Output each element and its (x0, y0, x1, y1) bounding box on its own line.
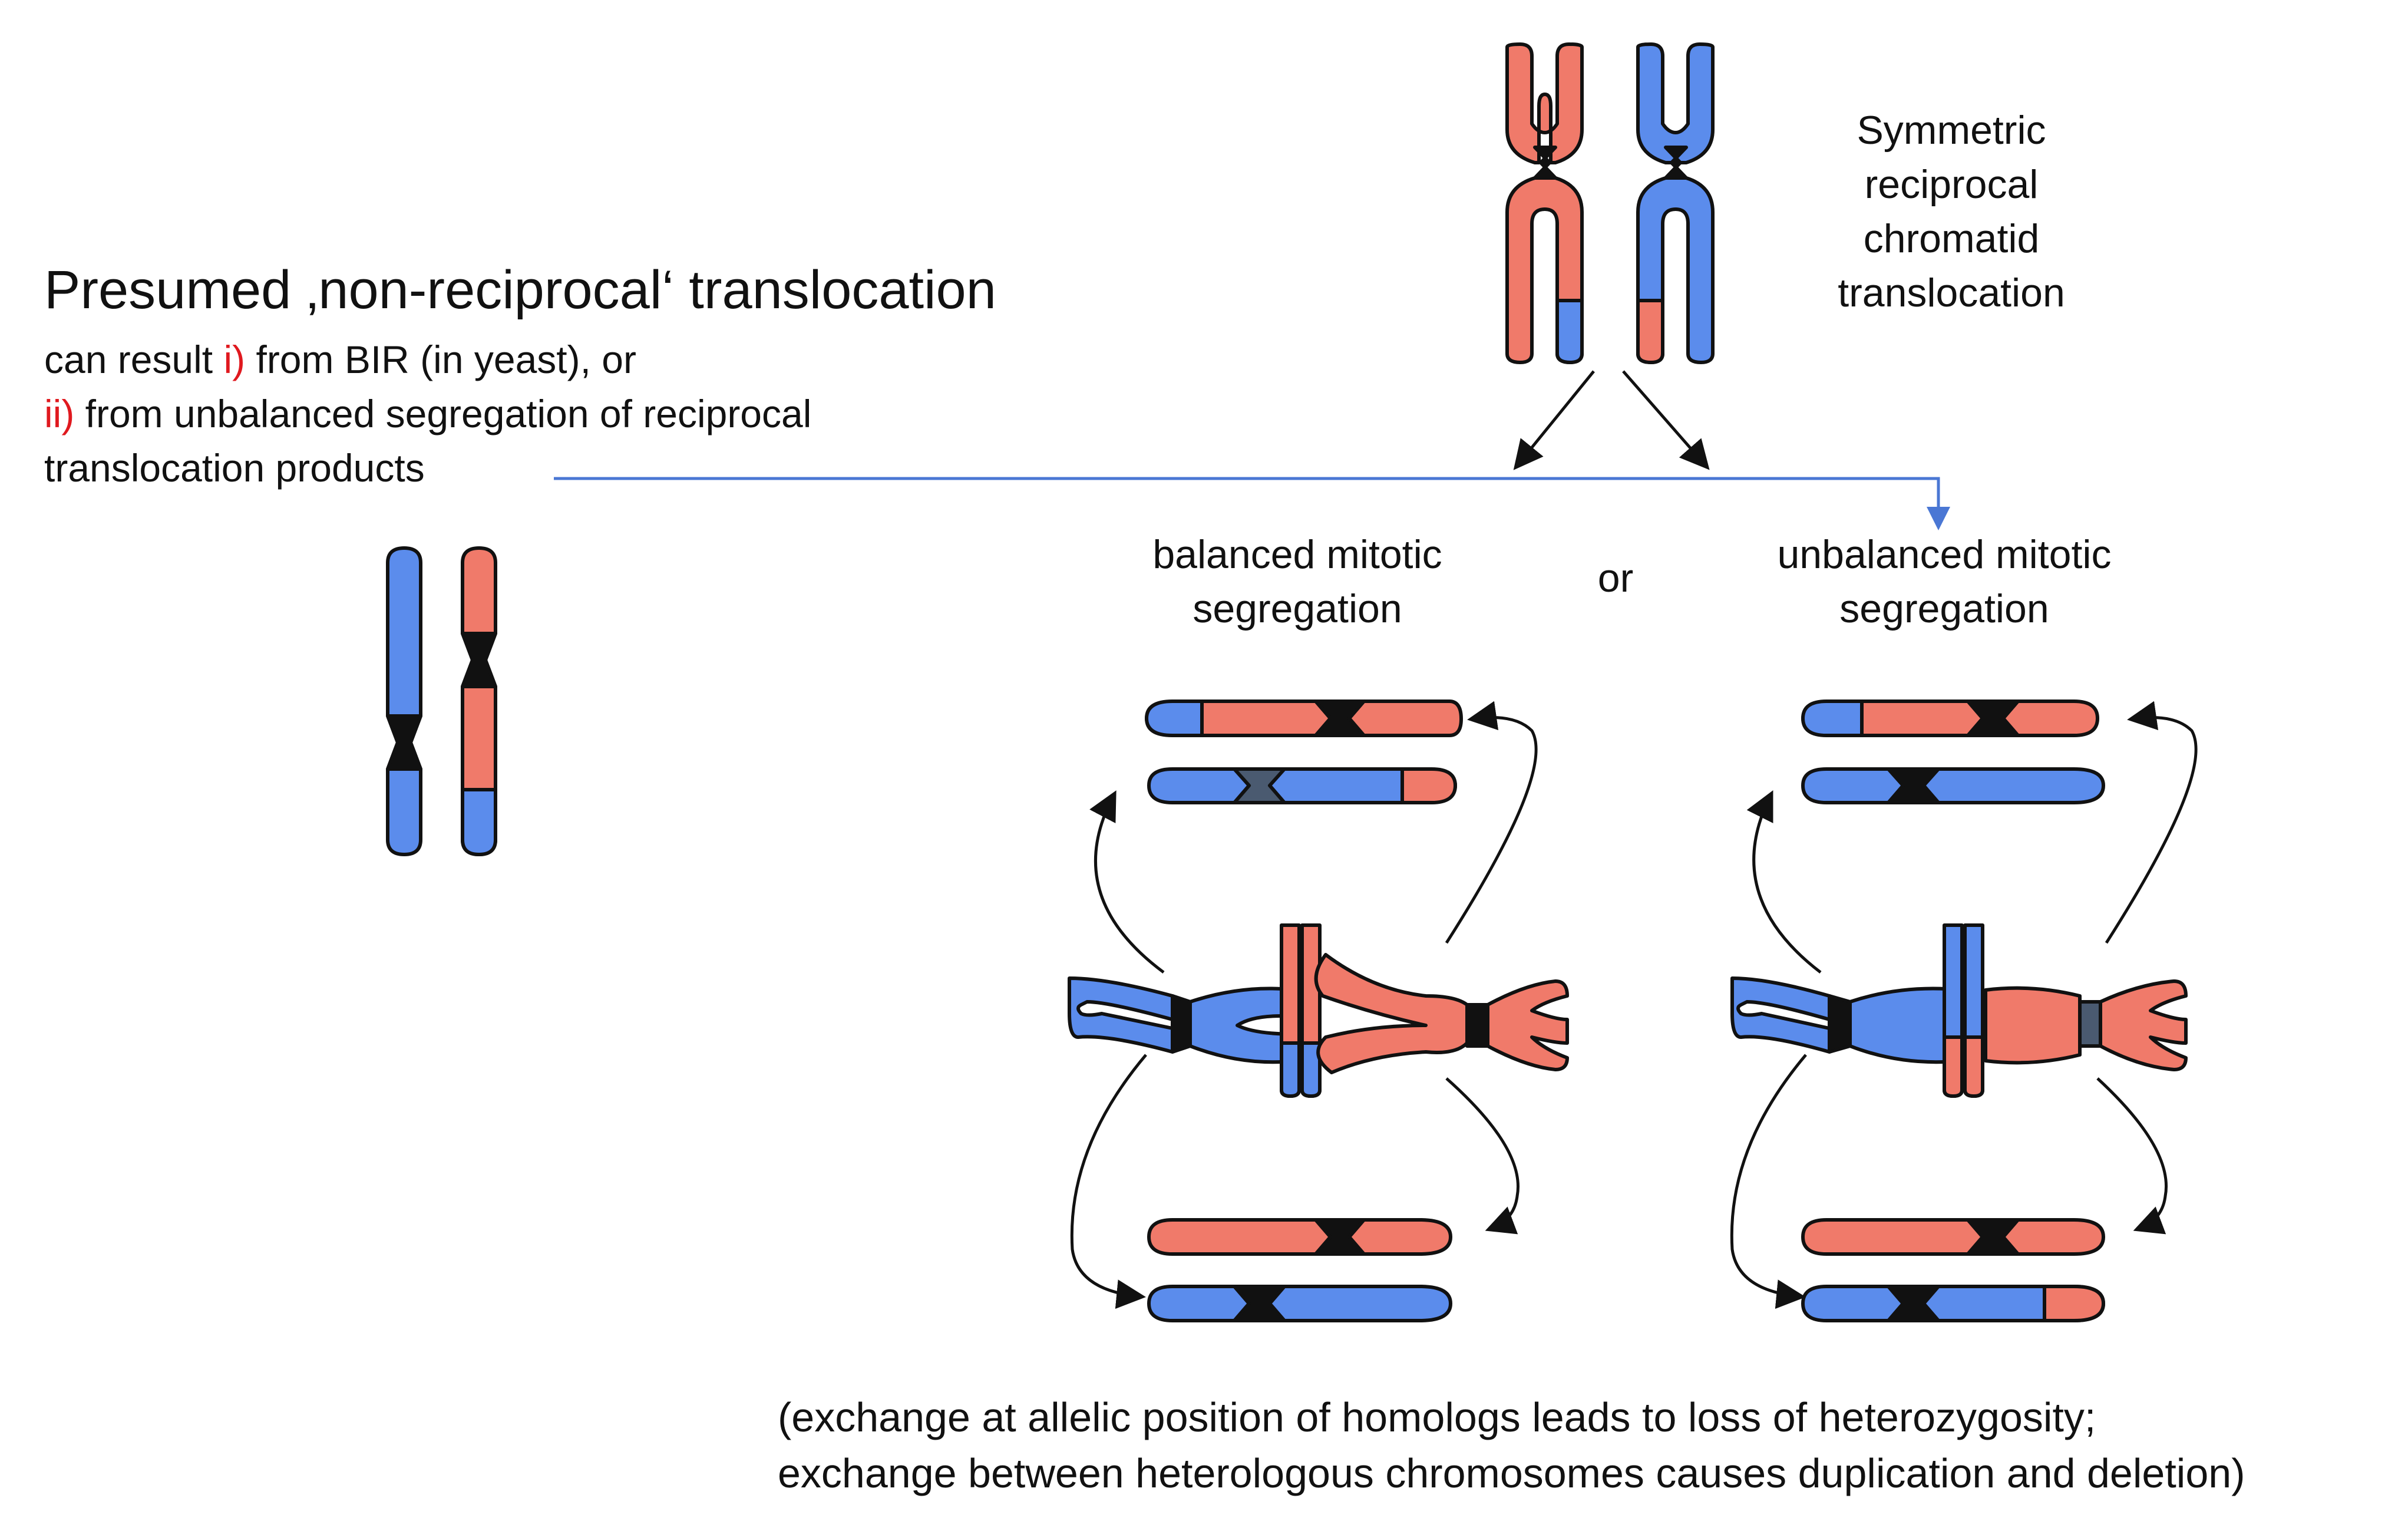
label-line: segregation (1839, 586, 2049, 631)
label-line: unbalanced mitotic (1777, 532, 2112, 577)
top-chromosome-blue (1636, 42, 1715, 364)
unbalanced-top-chromosome-2 (1801, 767, 2105, 804)
unbalanced-segregation-label: unbalanced mitotic segregation (1777, 527, 2111, 636)
label-line: chromatid (1863, 216, 2040, 261)
subtitle-line-1-suffix: from BIR (in yeast), or (245, 338, 636, 381)
or-label: or (1597, 556, 1634, 600)
subtitle-line-1-prefix: can result (44, 338, 224, 381)
arrow-to-unbalanced (1622, 370, 1710, 470)
subtitle-line-2: ii) from unbalanced segregation of recip… (44, 391, 811, 436)
label-line: segregation (1193, 586, 1402, 631)
balanced-segregation-label: balanced mitotic segregation (1152, 527, 1442, 636)
footnote-line-2: exchange between heterologous chromosome… (778, 1450, 2245, 1496)
unbalanced-bottom-chromosome-1 (1801, 1218, 2105, 1256)
left-chromosome-blue (386, 546, 422, 856)
marker-i: i) (223, 338, 246, 381)
curved-arrow (1070, 1054, 1147, 1309)
unbalanced-bottom-chromosome-2 (1801, 1285, 2105, 1322)
marker-ii: ii) (44, 392, 75, 435)
curved-arrow (2096, 1077, 2168, 1235)
top-chromosome-red (1505, 42, 1584, 364)
subtitle-line-3: translocation products (44, 446, 425, 490)
balanced-top-chromosome-1 (1145, 699, 1463, 737)
unbalanced-top-chromosome-1 (1801, 699, 2099, 737)
reference-arrow (554, 477, 1950, 530)
curved-arrow (1445, 1077, 1520, 1235)
curved-arrow (1730, 1054, 1807, 1309)
footnote-line-1: (exchange at allelic position of homolog… (778, 1394, 2096, 1440)
page-title: Presumed ‚non-reciprocal‘ translocation (44, 260, 996, 320)
subtitle-line-1: can result i) from BIR (in yeast), or (44, 337, 636, 382)
curved-arrow (1445, 701, 1538, 944)
label-line: Symmetric (1857, 108, 2046, 153)
balanced-center-cross (1068, 923, 1569, 1098)
curved-arrow (2105, 701, 2198, 944)
balanced-top-chromosome-2 (1147, 767, 1457, 804)
label-line: reciprocal (1864, 162, 2039, 207)
curved-arrow (1746, 790, 1822, 974)
curved-arrow (1089, 790, 1165, 974)
label-line: translocation (1838, 270, 2065, 315)
segregation-arrows (1070, 370, 2198, 1309)
balanced-bottom-chromosome-2 (1147, 1285, 1452, 1322)
left-chromosome-red (461, 546, 497, 856)
subtitle-line-2-suffix: from unbalanced segregation of reciproca… (74, 392, 812, 435)
label-line: balanced mitotic (1152, 532, 1442, 577)
arrow-to-balanced (1513, 370, 1595, 470)
symmetric-translocation-label: Symmetric reciprocal chromatid transloca… (1838, 103, 2065, 320)
unbalanced-center-cross (1730, 923, 2188, 1098)
balanced-bottom-chromosome-1 (1147, 1218, 1452, 1256)
